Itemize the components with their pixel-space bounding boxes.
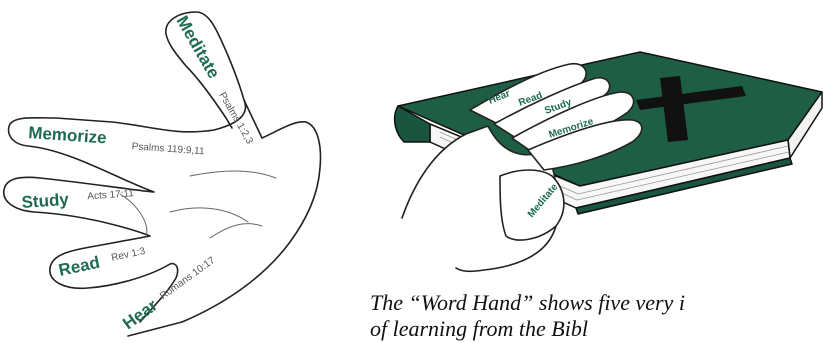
right-finger-meditate — [499, 169, 565, 241]
book-spine — [393, 105, 431, 143]
finger-label: Hear — [119, 295, 161, 333]
book-back-cover — [575, 157, 793, 215]
left-palm-creases — [119, 170, 277, 239]
caption-line-1: The “Word Hand” shows five very i — [370, 290, 685, 315]
finger-label: Meditate — [173, 13, 224, 82]
finger-reference: Romans 10:17 — [158, 255, 217, 302]
finger-reference: Psalms 1:2,3 — [216, 90, 255, 146]
caption-line-2: of learning from the Bibl — [370, 316, 588, 341]
left-finger-memorize: Memorize Psalms 119:9,11 — [28, 123, 206, 157]
left-finger-read: Read Rev 1:3 — [57, 246, 147, 280]
finger-label: Read — [57, 253, 102, 280]
finger-label: Study — [21, 190, 70, 212]
left-hand-outline — [3, 11, 322, 337]
left-hand — [3, 11, 322, 337]
right-finger-memorize — [527, 119, 643, 171]
finger-reference: Psalms 119:9,11 — [131, 141, 205, 157]
caption: The “Word Hand” shows five very i of lea… — [370, 290, 828, 342]
cross-icon — [636, 76, 746, 142]
right-hand — [401, 62, 643, 273]
finger-reference: Rev 1:3 — [110, 246, 146, 264]
left-finger-study: Study Acts 17:11 — [21, 188, 135, 212]
left-finger-labels: Meditate Psalms 1:2,3 Memorize Psalms 11… — [21, 13, 255, 334]
finger-reference: Acts 17:11 — [87, 188, 135, 202]
finger-label: Memorize — [28, 123, 108, 147]
